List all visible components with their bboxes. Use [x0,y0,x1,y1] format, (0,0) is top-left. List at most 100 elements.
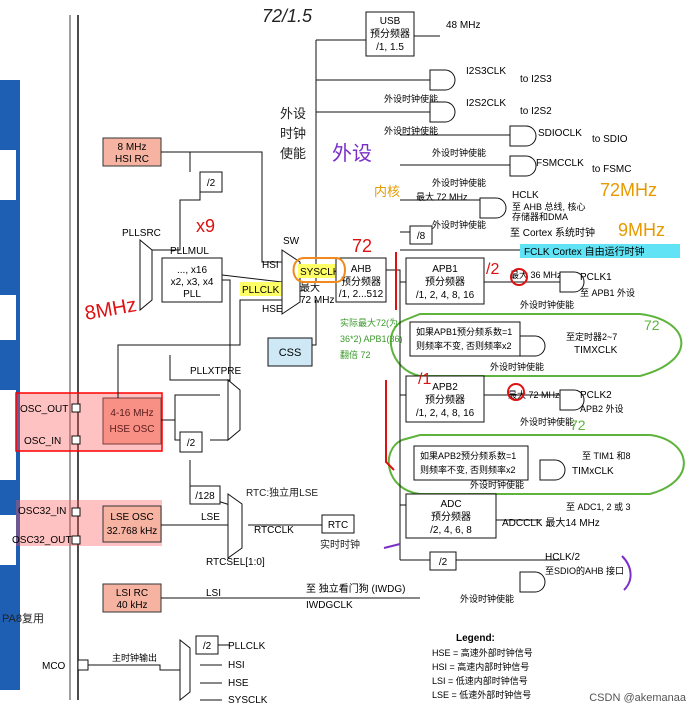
usb-prescaler: USB 预分频器 /1, 1.5 48 MHz [365,11,480,57]
svg-text:CSS: CSS [279,347,302,359]
rtcsel-mux: RTCCLK RTCSEL[1:0] LSE LSI RTC [201,493,355,599]
svg-text:ADCCLK 最大14 MHz: ADCCLK 最大14 MHz [502,516,600,529]
watermark: CSDN @akemanaa [589,692,686,704]
svg-text:to SDIO: to SDIO [592,134,628,145]
sdio-gate: SDIOCLK to SDIO 外设时钟使能 [432,125,628,158]
svg-text:外设时钟使能: 外设时钟使能 [432,219,486,230]
css-block: CSS [267,337,313,367]
svg-text:外设时钟使能: 外设时钟使能 [432,147,486,158]
svg-text:SYSCLK: SYSCLK [300,267,340,278]
svg-text:PLLXTPRE: PLLXTPRE [190,366,241,377]
svg-text:HSI RC: HSI RC [115,154,149,165]
svg-text:LSE = 低速外部时钟信号: LSE = 低速外部时钟信号 [432,689,531,700]
pllxtpre-mux: PLLXTPRE [190,366,241,442]
svg-text:HCLK: HCLK [512,190,539,201]
lsi-rc-block: LSI RC 40 kHz [102,583,162,613]
svg-text:AHB: AHB [351,264,372,275]
svg-text:/1, 2...512: /1, 2...512 [339,289,384,300]
svg-text:ADC: ADC [440,499,461,510]
cortex-div8: /8 至 Cortex 系统时钟 [409,225,595,245]
svg-text:内核: 内核 [374,184,400,199]
sw-mux: SW HSI HSE [262,236,301,315]
svg-text:LSI = 低速内部时钟信号: LSI = 低速内部时钟信号 [432,675,528,686]
svg-text:PCLK2: PCLK2 [580,390,612,401]
svg-text:USB: USB [380,16,401,27]
svg-text:外设: 外设 [332,142,372,165]
svg-text:至定时器2~7: 至定时器2~7 [566,331,617,342]
sysclk-label: SYSCLK 最大 72 MHz [298,264,340,306]
svg-text:至 AHB 总线, 核心: 至 AHB 总线, 核心 [512,201,586,212]
svg-text:/2: /2 [439,557,448,568]
lse-osc-block: LSE OSC 32.768 kHz OSC32_IN OSC32_OUT [12,500,162,546]
svg-text:LSI RC: LSI RC [116,588,148,599]
svg-text:HSE OSC: HSE OSC [109,424,154,435]
svg-text:/2: /2 [486,261,499,278]
hclk-gate: 最大 72 MHz HCLK 至 AHB 总线, 核心 存储器和DMA 外设时钟… [416,190,586,230]
svg-text:FCLK Cortex 自由运行时钟: FCLK Cortex 自由运行时钟 [524,245,645,258]
svg-text:/8: /8 [417,231,426,242]
svg-text:HSE = 高速外部时钟信号: HSE = 高速外部时钟信号 [432,647,533,658]
svg-text:TIMXCLK: TIMXCLK [574,345,618,356]
svg-text:如果APB1预分频系数=1: 如果APB1预分频系数=1 [416,326,512,337]
svg-text:实际最大72(为: 实际最大72(为 [340,317,398,328]
svg-text:最大 72 MHz: 最大 72 MHz [416,191,468,202]
fsmc-gate: FSMCCLK to FSMC 外设时钟使能 [432,155,631,188]
svg-text:PLLMUL: PLLMUL [170,246,209,257]
svg-text:外设时钟使能: 外设时钟使能 [460,593,514,604]
svg-text:实时时钟: 实时时钟 [320,538,360,551]
hsi-rc-block: 8 MHz HSI RC [102,137,162,167]
svg-text:SYSCLK: SYSCLK [228,695,268,706]
svg-text:则频率不变, 否则频率x2: 则频率不变, 否则频率x2 [420,464,516,475]
svg-text:RTCSEL[1:0]: RTCSEL[1:0] [206,557,265,568]
svg-text:I2S2CLK: I2S2CLK [466,98,506,109]
svg-text:RTCCLK: RTCCLK [254,525,294,536]
osc-out-pin: OSC_OUT [20,404,68,415]
svg-text:使能: 使能 [280,146,306,161]
svg-text:至 TIM1 和8: 至 TIM1 和8 [582,451,631,461]
svg-text:PCLK1: PCLK1 [580,272,612,283]
timer-highlights [387,313,685,495]
svg-text:外设时钟使能: 外设时钟使能 [490,361,544,372]
svg-text:PA8复用: PA8复用 [2,611,44,625]
svg-text:如果APB2预分频系数=1: 如果APB2预分频系数=1 [420,450,516,461]
left-side-panel [0,15,79,700]
svg-text:8 MHz: 8 MHz [118,142,147,153]
svg-text:IWDGCLK: IWDGCLK [306,600,353,611]
svg-text:72: 72 [570,417,586,433]
svg-text:/1, 2, 4, 8, 16: /1, 2, 4, 8, 16 [416,290,475,301]
svg-text:HSI: HSI [262,260,279,271]
svg-text:RTC:独立用LSE: RTC:独立用LSE [246,486,318,499]
svg-text:/1, 2, 4, 8, 16: /1, 2, 4, 8, 16 [416,408,475,419]
pllclk-label: PLLCLK [240,282,284,296]
pll-block: ..., x16 x2, x3, x4 PLL PLLMUL [161,246,223,303]
svg-text:主时钟输出: 主时钟输出 [112,652,157,663]
svg-text:APB2 外设: APB2 外设 [580,403,624,414]
svg-text:LSE: LSE [201,512,220,523]
svg-text:72 MHz: 72 MHz [300,295,334,306]
svg-text:SW: SW [283,236,300,247]
svg-text:预分频器: 预分频器 [431,510,471,523]
svg-text:FSMCCLK: FSMCCLK [536,158,584,169]
svg-text:预分频器: 预分频器 [341,275,381,288]
svg-text:最大: 最大 [300,281,320,294]
apb2-prescaler: APB2 预分频器 /1, 2, 4, 8, 16 最大 72 MHz PCLK… [405,375,624,427]
svg-text:HSE: HSE [228,678,249,689]
svg-text:PLLSRC: PLLSRC [122,228,161,239]
svg-text:外设时钟使能: 外设时钟使能 [470,479,524,490]
apb1-prescaler: APB1 预分频器 /1, 2, 4, 8, 16 最大 36 MHz PCLK… [405,257,635,310]
svg-text:/2: /2 [187,438,196,449]
hse-osc-block: 4-16 MHz HSE OSC OSC_OUT OSC_IN [15,392,163,452]
hse-div2: /2 [179,431,203,453]
adc-prescaler: ADC 预分频器 /2, 4, 6, 8 至 ADC1, 2 或 3 ADCCL… [405,493,631,539]
svg-text:/2: /2 [207,178,216,189]
svg-text:外设时钟使能: 外设时钟使能 [384,125,438,136]
svg-text:HSI = 高速内部时钟信号: HSI = 高速内部时钟信号 [432,661,529,672]
osc-in-pin: OSC_IN [24,436,61,447]
svg-text:PLLCLK: PLLCLK [242,285,280,296]
svg-text:翻倍 72: 翻倍 72 [340,349,371,360]
svg-text:to I2S2: to I2S2 [520,106,552,117]
svg-text:Legend:: Legend: [456,633,495,644]
svg-text:外设时钟使能: 外设时钟使能 [520,416,574,427]
svg-text:至SDIO的AHB 接口: 至SDIO的AHB 接口 [545,565,624,576]
